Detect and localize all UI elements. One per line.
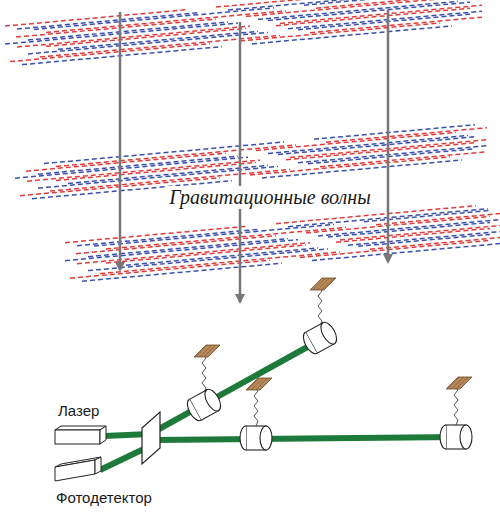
wave-line [326,128,487,142]
suspension-plate [246,378,272,390]
laser-label: Лазер [58,402,99,419]
wave-line [17,26,250,47]
suspension-plate [194,345,220,357]
gravitational-waves [5,0,500,281]
wave-line [56,145,296,167]
wave-line [216,0,416,7]
wave-line [228,0,428,10]
mirror-face [300,332,317,356]
suspension-wire [454,385,458,425]
wave-line [304,0,470,5]
photodetector-box [55,457,101,481]
mirror [184,345,224,423]
suspension-plate [310,278,336,290]
wave-line [314,125,475,139]
wave-line [300,240,490,257]
mirror [440,377,472,449]
suspension-wire [318,286,322,326]
mirror-face [260,426,272,450]
wave-line [336,228,490,242]
mirror-face [460,425,472,449]
wave-line [77,229,258,245]
wave-line [316,0,482,8]
beam-splitter [142,412,160,464]
wave-line [27,160,260,181]
mirror-face [440,425,446,449]
mirror-face [202,387,224,414]
wave-arrows [120,10,388,302]
laser-beams [100,340,458,470]
wave-line [44,142,284,164]
suspension-plate [446,377,472,389]
wave-line [34,8,274,30]
wave-line [17,13,198,29]
mirror [300,278,340,356]
wave-line [246,0,446,16]
wave-line [376,213,500,224]
mirror [240,378,272,450]
photodetector-label: Фотодетектор [56,489,152,506]
mirror-face [318,320,340,347]
wave-line [46,11,286,33]
wave-line [370,237,500,249]
suspension-wire [202,353,206,393]
wave-title: Гравитационные волны [166,186,374,209]
suspended-mirrors [184,278,472,450]
laser-box [55,426,106,444]
wave-line [100,252,340,274]
mirror-face [184,399,201,423]
wave-line [40,35,280,57]
wave-line [65,226,246,242]
suspension-wire [254,386,258,426]
wave-line [5,10,186,26]
wave-line [94,224,334,246]
mirror-face [240,426,246,450]
wave-line [77,243,310,264]
wave-line [328,222,490,237]
wave-line [106,227,346,249]
